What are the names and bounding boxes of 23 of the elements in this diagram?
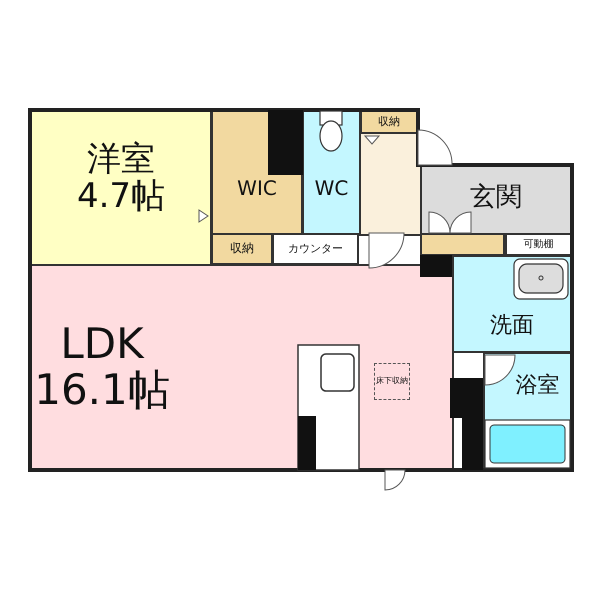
room — [272, 233, 359, 265]
room — [30, 110, 212, 266]
room — [505, 233, 572, 256]
room-label: 収納 — [230, 242, 254, 256]
room-label: 玄関 — [470, 182, 522, 212]
room-label: カウンター — [288, 242, 343, 256]
room-label: WC — [314, 176, 348, 198]
room-label: 可動棚 — [524, 239, 554, 250]
room-label: 床下収納 — [376, 377, 408, 386]
room-label: 洋室 — [87, 140, 155, 178]
room — [483, 352, 572, 470]
room-label: 洗面 — [490, 314, 534, 338]
room — [211, 110, 303, 235]
underfloor-storage-hatch — [374, 363, 410, 400]
room-label: 16.1帖 — [34, 367, 170, 414]
shoe-shelf — [420, 233, 505, 256]
room — [211, 233, 273, 265]
room-label: LDK — [60, 320, 144, 367]
room — [452, 255, 572, 353]
room-label: 4.7帖 — [76, 178, 166, 216]
room-label: 収納 — [378, 116, 400, 128]
room-label: 浴室 — [516, 374, 560, 398]
room-label: WIC — [237, 176, 277, 198]
